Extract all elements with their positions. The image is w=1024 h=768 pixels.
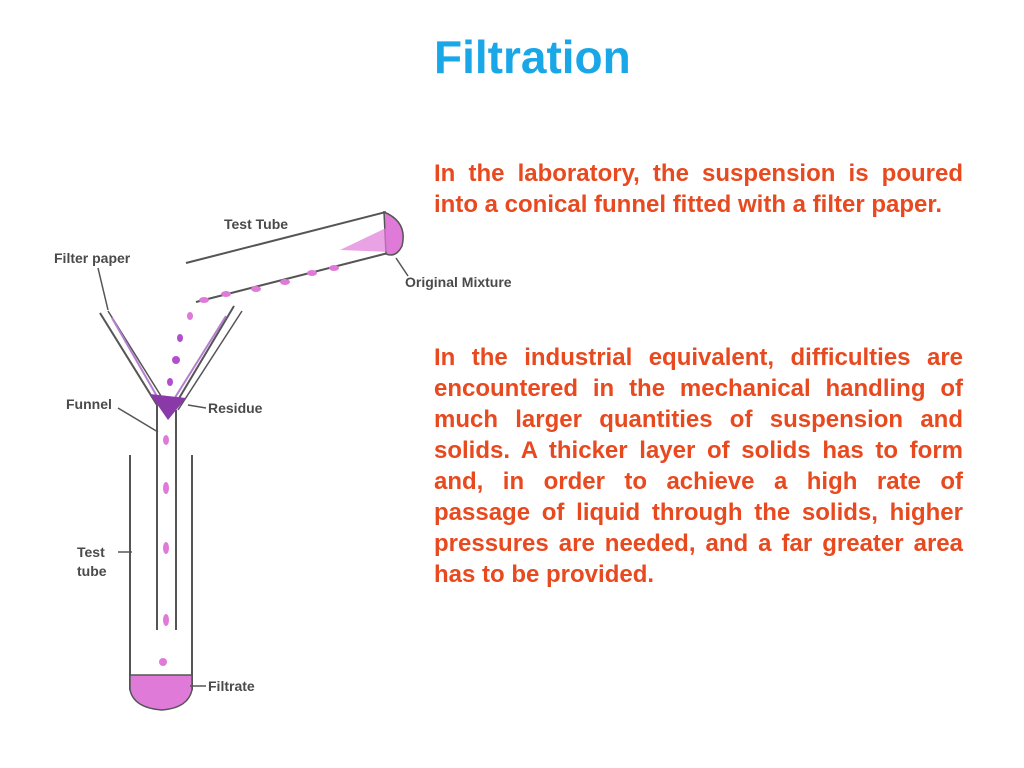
falling-drops — [159, 265, 339, 666]
label-funnel: Funnel — [66, 396, 112, 412]
paragraph-laboratory: In the laboratory, the suspension is pou… — [434, 160, 963, 218]
slide-title: Filtration — [434, 31, 631, 83]
label-test-tube-top: Test Tube — [224, 216, 288, 232]
label-test-tube-line1: Test — [77, 544, 105, 560]
filtrate-liquid — [129, 674, 193, 711]
label-original-mixture: Original Mixture — [405, 274, 512, 290]
label-filter-paper: Filter paper — [54, 250, 131, 266]
funnel — [99, 305, 243, 630]
pouring-test-tube — [185, 210, 404, 303]
residue-shape — [150, 394, 186, 420]
label-residue: Residue — [208, 400, 263, 416]
label-test-tube-line2: tube — [77, 563, 107, 579]
label-filtrate: Filtrate — [208, 678, 255, 694]
receiving-test-tube — [129, 455, 193, 711]
paragraph-industrial: In the industrial equivalent, difficulti… — [434, 344, 963, 588]
